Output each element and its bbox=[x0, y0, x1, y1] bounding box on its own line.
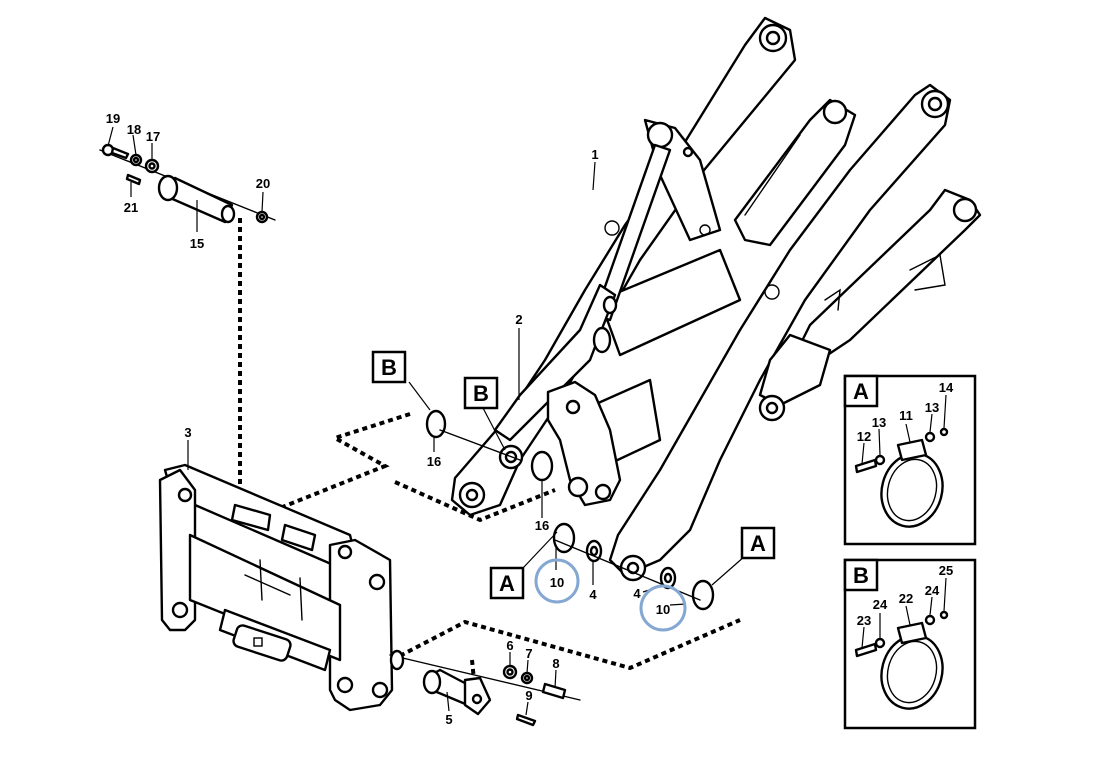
lift-arm-assembly bbox=[450, 16, 952, 582]
detail-view-a: A 13 11 12 13 14 bbox=[843, 374, 977, 546]
callout-7: 7 bbox=[525, 646, 532, 661]
view-label-b-mid: B bbox=[463, 376, 499, 410]
detail-a-label: A bbox=[853, 379, 869, 404]
callout-5: 5 bbox=[445, 712, 452, 727]
hydraulic-cylinders bbox=[733, 98, 982, 422]
detail-b-callout-22: 22 bbox=[899, 591, 913, 606]
callout-10-left: 10 bbox=[550, 575, 564, 590]
svg-text:A: A bbox=[750, 531, 766, 556]
callout-18: 18 bbox=[127, 122, 141, 137]
detail-view-b: B 24 22 23 24 25 bbox=[843, 558, 977, 730]
callout-6: 6 bbox=[506, 638, 513, 653]
dashed-connectors bbox=[238, 218, 741, 691]
callout-3: 3 bbox=[184, 425, 191, 440]
callout-15: 15 bbox=[190, 236, 204, 251]
pin-assembly-5 bbox=[389, 649, 581, 727]
view-label-a-left: A bbox=[489, 566, 525, 600]
pin-assembly-15 bbox=[99, 143, 276, 224]
detail-b-label: B bbox=[853, 563, 869, 588]
callout-8: 8 bbox=[552, 656, 559, 671]
detail-b-callout-25: 25 bbox=[939, 563, 953, 578]
attachment-bracket bbox=[158, 463, 394, 712]
callout-20: 20 bbox=[256, 176, 270, 191]
detail-a-callout-13-left: 13 bbox=[872, 415, 886, 430]
highlight-circle-10-right bbox=[639, 584, 687, 632]
detail-b-callout-24-right: 24 bbox=[925, 583, 940, 598]
callout-4-right: 4 bbox=[633, 586, 641, 601]
view-label-a-right: A bbox=[740, 526, 776, 560]
detail-b-callout-23: 23 bbox=[857, 613, 871, 628]
view-label-b-left: B bbox=[371, 350, 407, 384]
detail-a-callout-14: 14 bbox=[939, 380, 954, 395]
detail-a-callout-11: 11 bbox=[899, 408, 913, 423]
callout-1: 1 bbox=[591, 147, 598, 162]
callout-2: 2 bbox=[515, 312, 522, 327]
callout-4-left: 4 bbox=[589, 587, 597, 602]
callout-16-right: 16 bbox=[535, 518, 549, 533]
callout-19: 19 bbox=[106, 111, 120, 126]
callout-10-right: 10 bbox=[656, 602, 670, 617]
svg-text:B: B bbox=[381, 355, 397, 380]
leader-lines bbox=[107, 126, 746, 716]
callout-21: 21 bbox=[124, 200, 138, 215]
callout-16-left: 16 bbox=[427, 454, 441, 469]
detail-b-callout-24-left: 24 bbox=[873, 597, 888, 612]
svg-text:B: B bbox=[473, 381, 489, 406]
callout-numbers: 19 18 17 21 20 15 1 2 3 16 16 4 4 10 10 … bbox=[106, 111, 670, 727]
callout-17: 17 bbox=[146, 129, 160, 144]
detail-a-callout-12: 12 bbox=[857, 429, 871, 444]
svg-text:A: A bbox=[499, 571, 515, 596]
highlight-circle-10-left bbox=[534, 558, 580, 604]
callout-9: 9 bbox=[525, 688, 532, 703]
detail-a-callout-13-right: 13 bbox=[925, 400, 939, 415]
